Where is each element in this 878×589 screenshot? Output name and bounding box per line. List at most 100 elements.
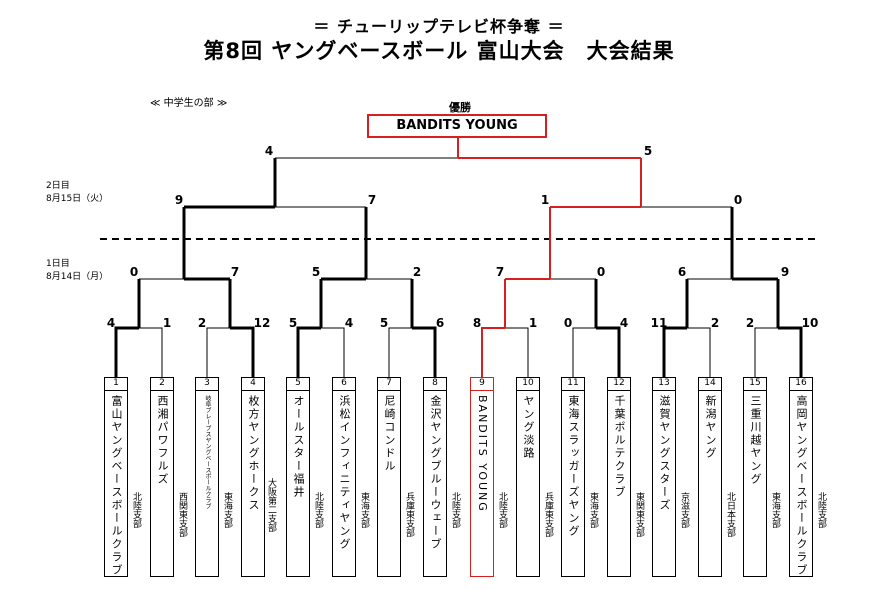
team-number: 11 [562,378,584,391]
day1-name: 1日目 [46,259,70,269]
team-region-16: 北陸支部 [816,492,826,528]
team-box-1: 1 富山ヤングベースボールクラブ [104,377,128,577]
r2-pair-3 [505,207,596,280]
tournament-title: 第8回 ヤングベースボール 富山大会 大会結果 [203,39,675,63]
r2-pair-1 [139,207,230,281]
team-box-15: 15 三重川越ヤング [743,377,767,577]
team-region-7: 兵庫東支部 [404,492,414,537]
day1-date: 8月14日（月） [46,272,109,282]
team-name: 金沢ヤングブルーウェーブ [429,395,442,551]
team-name: オールスター福井 [292,395,305,499]
score-r3-3: 1 [540,193,550,207]
score-r2-7: 6 [677,265,687,279]
team-name: 千葉ポルテクラブ [613,395,626,499]
score-r1-team16: 10 [801,316,819,330]
r1-pair-8 [754,279,803,377]
score-r1-team6: 4 [344,316,354,330]
r1-pair-6 [572,279,621,377]
score-r1-team12: 4 [619,316,629,330]
team-box-12: 12 千葉ポルテクラブ [607,377,631,577]
team-box-13: 13 滋賀ヤングスターズ [652,377,676,577]
r3-pair-1 [184,158,366,209]
r1-pair-7 [662,279,711,377]
team-name: 浜松インフィニティヤング [338,395,351,551]
day2-name: 2日目 [46,181,70,191]
team-region-8: 北陸支部 [450,492,460,528]
team-region-5: 北陸支部 [313,492,323,528]
team-region-12: 東関東支部 [634,492,644,537]
final-lines [275,138,641,159]
team-number: 1 [105,378,127,391]
team-number: 14 [699,378,721,391]
team-box-9: 9 BANDITS YOUNG [470,377,494,577]
r2-pair-4 [687,207,778,281]
team-region-9: 北陸支部 [497,492,507,528]
team-number: 6 [333,378,355,391]
team-box-6: 6 浜松インフィニティヤング [332,377,356,577]
team-region-2: 西関東支部 [177,492,187,537]
team-name: 富山ヤングベースボールクラブ [110,395,123,577]
team-box-5: 5 オールスター福井 [286,377,310,577]
r3-pair-2 [550,158,732,208]
r1-pair-3 [296,279,345,377]
score-r1-team10: 1 [528,316,538,330]
team-number: 13 [653,378,675,391]
score-r3-2: 7 [367,193,377,207]
team-box-2: 2 西湘パワフルズ [150,377,174,577]
team-number: 5 [287,378,309,391]
score-final-left: 4 [264,144,274,158]
score-r1-team13: 11 [650,316,668,330]
score-r2-2: 7 [230,265,240,279]
r1-pair-2 [206,279,255,377]
score-r1-team8: 6 [435,316,445,330]
team-region-3: 東海支部 [222,492,232,528]
team-number: 15 [744,378,766,391]
r1-pair-1 [114,279,163,377]
team-name: 高岡ヤングベースボールクラブ [795,395,808,577]
team-region-1: 北陸支部 [131,492,141,528]
team-number: 12 [608,378,630,391]
score-r3-1: 9 [174,193,184,207]
team-number: 7 [378,378,400,391]
team-number: 9 [471,378,493,391]
r2-pair-2 [321,207,412,281]
team-region-4: 大阪第二支部 [266,478,276,532]
champion-label: 優勝 [449,101,471,114]
division-label: ≪ 中学生の部 ≫ [150,98,228,109]
team-name: 滋賀ヤングスターズ [658,395,671,512]
score-r2-8: 9 [780,265,790,279]
team-box-8: 8 金沢ヤングブルーウェーブ [423,377,447,577]
score-r1-team5: 5 [288,316,298,330]
team-box-16: 16 高岡ヤングベースボールクラブ [789,377,813,577]
r1-pair-5 [481,279,529,377]
score-r2-5: 7 [495,265,505,279]
score-r1-team11: 0 [563,316,573,330]
team-name: BANDITS YOUNG [476,395,489,513]
score-final-right: 5 [643,144,653,158]
score-r2-4: 2 [412,265,422,279]
team-name: ヤング淡路 [522,395,535,460]
team-region-10: 兵庫東支部 [543,492,553,537]
score-r1-team1: 4 [106,316,116,330]
team-number: 2 [151,378,173,391]
team-box-3: 3 岐阜ブレーブスヤングベースボールクラブ [195,377,219,577]
score-r1-team4: 12 [253,316,271,330]
team-number: 10 [517,378,539,391]
score-r1-team7: 5 [379,316,389,330]
team-box-14: 14 新潟ヤング [698,377,722,577]
team-name: 枚方ヤングホークス [247,395,260,512]
team-box-10: 10 ヤング淡路 [516,377,540,577]
team-box-4: 4 枚方ヤングホークス [241,377,265,577]
tournament-subtitle: ＝ チューリップテレビ杯争奪 ＝ [313,17,565,36]
team-region-15: 東海支部 [770,492,780,528]
team-number: 3 [196,378,218,391]
team-name: 尼崎コンドル [383,395,396,473]
score-r1-team15: 2 [745,316,755,330]
score-r2-3: 5 [311,265,321,279]
team-name: 新潟ヤング [704,395,717,460]
team-region-11: 東海支部 [588,492,598,528]
score-r1-team2: 1 [162,316,172,330]
day2-label: 2日目 8月15日（火） [46,180,108,206]
champion-box: BANDITS YOUNG [367,114,547,138]
